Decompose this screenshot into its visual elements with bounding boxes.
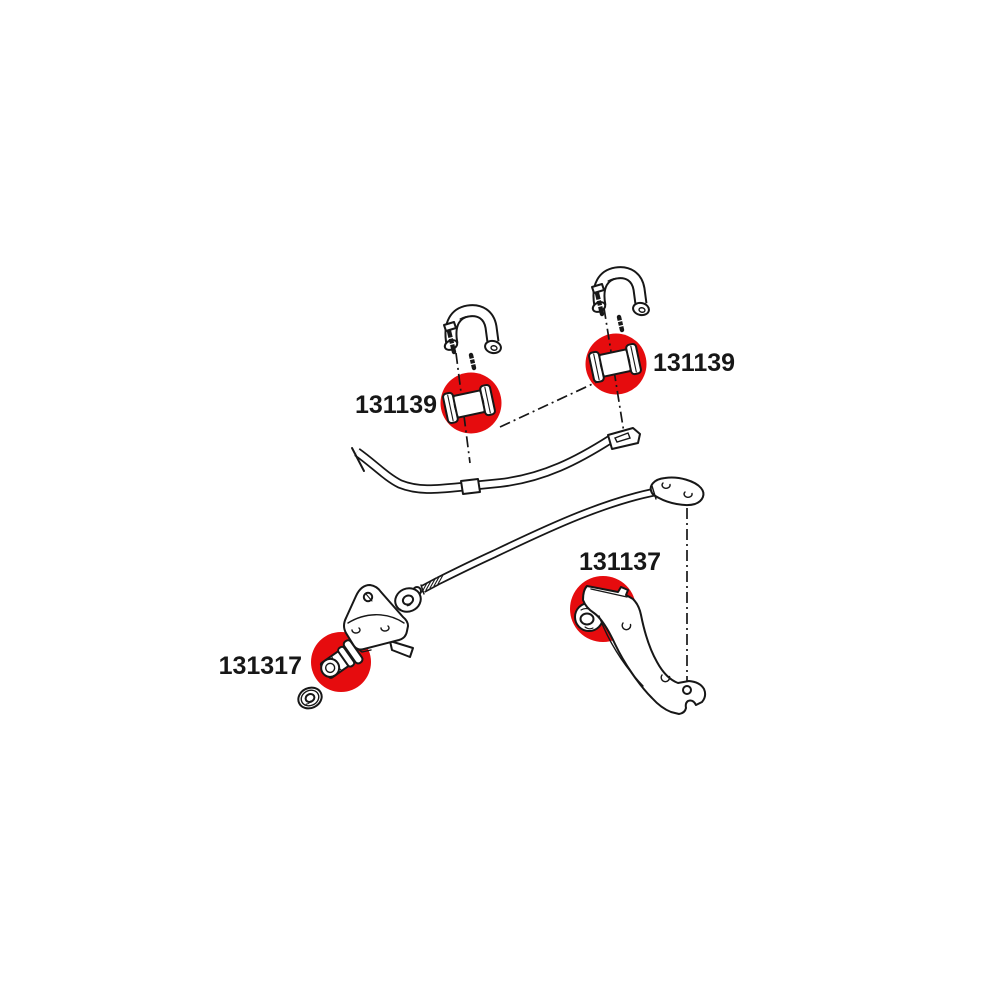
part-label-131317: 131317 xyxy=(219,652,302,680)
bushing-clamp-left xyxy=(443,311,502,368)
bar-left-tip xyxy=(351,447,365,472)
thread-hatching xyxy=(421,574,444,593)
mount-bracket xyxy=(343,584,414,658)
rod-paddle-end xyxy=(649,476,705,507)
strut-rod-bushing xyxy=(319,639,364,679)
stabilizer-bar xyxy=(351,427,641,495)
washer-lower xyxy=(297,686,323,710)
bar-right-tip xyxy=(607,427,641,450)
strut-rod xyxy=(412,476,705,596)
control-arm xyxy=(574,585,707,715)
bushing-clamp-right xyxy=(591,273,650,330)
washer-upper xyxy=(394,587,422,613)
alignment-line-diagonal xyxy=(499,379,602,428)
part-label-131139-right: 131139 xyxy=(653,349,735,377)
alignment-line-left-clamp xyxy=(455,352,471,464)
part-label-131137: 131137 xyxy=(579,548,661,576)
part-label-131139-left: 131139 xyxy=(355,391,437,419)
bar-collar xyxy=(460,478,481,495)
